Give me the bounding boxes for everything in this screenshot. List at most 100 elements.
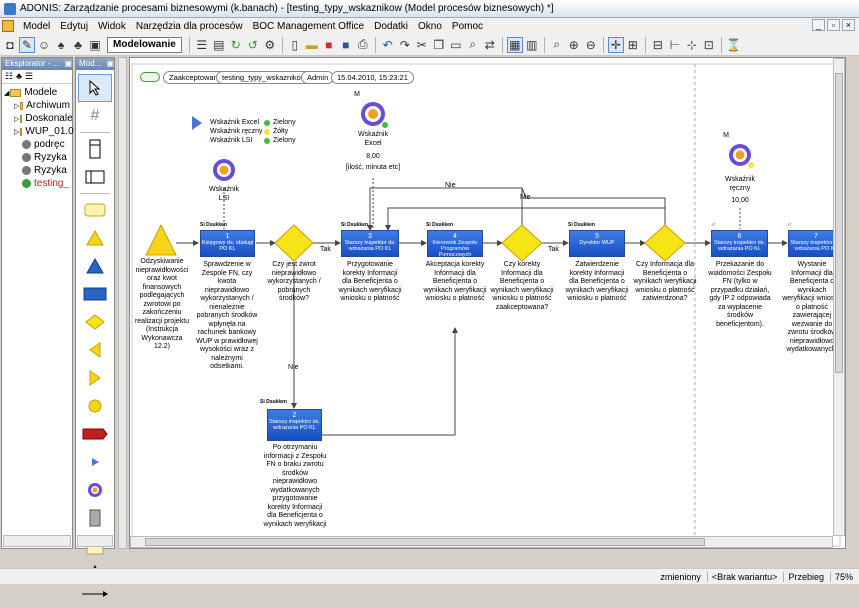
menu-edit[interactable]: Edytuj: [60, 20, 89, 32]
zoom-in-icon[interactable]: ⊕: [568, 37, 579, 52]
activity-4[interactable]: 4 Kierownik Zespołu Programów Pomocowych: [427, 230, 483, 258]
variable-tool[interactable]: [78, 420, 112, 448]
note-tool[interactable]: [78, 196, 112, 224]
end-tool[interactable]: [78, 392, 112, 420]
indicator-tool[interactable]: [78, 476, 112, 504]
tree-item-ryzyka-1[interactable]: Ryzyka: [4, 151, 70, 164]
connector-tool[interactable]: [78, 580, 112, 608]
copy-icon[interactable]: ❐: [433, 37, 445, 52]
decision-diamond-1[interactable]: [274, 224, 314, 262]
distribute-icon[interactable]: ⊟: [652, 37, 663, 52]
activity-2[interactable]: 2 Starszy inspektor ds. wdrażania PO KL: [267, 409, 322, 441]
mdi-minimize-button[interactable]: _: [812, 19, 825, 31]
activity-6[interactable]: 6 Starszy inspektor ds. wdrażania PO KL: [711, 230, 768, 257]
open-icon[interactable]: ◘: [6, 37, 14, 52]
expand-icon[interactable]: ▷: [14, 115, 20, 123]
tree-item-ryzyka-2[interactable]: Ryzyka: [4, 164, 70, 177]
window-icon[interactable]: ▤: [213, 37, 225, 52]
menu-process-tools[interactable]: Narzędzia dla procesów: [135, 20, 243, 32]
hierarchy-icon[interactable]: ♣: [74, 37, 82, 52]
pointer-tool[interactable]: [78, 74, 112, 102]
tree-item-doskonale[interactable]: ▷Doskonale: [14, 113, 73, 124]
save-all-icon[interactable]: ■: [342, 37, 350, 52]
activity-5[interactable]: 5 Dyrektor WUP: [569, 230, 625, 257]
table-icon[interactable]: ▥: [526, 37, 538, 52]
list-icon[interactable]: ☰: [196, 37, 208, 52]
cut-icon[interactable]: ✂: [416, 37, 427, 52]
panel-splitter[interactable]: [118, 57, 127, 549]
grid-icon[interactable]: ▦: [506, 36, 523, 53]
mode-label[interactable]: Modelowanie: [107, 36, 182, 53]
parallel-tool[interactable]: [78, 364, 112, 392]
expand-icon[interactable]: ▷: [14, 128, 20, 136]
panel-pin-icon[interactable]: ▣: [64, 59, 72, 68]
swimlane-vertical-tool[interactable]: [78, 135, 112, 163]
swimlane-horizontal-tool[interactable]: [78, 163, 112, 191]
document-tool[interactable]: [78, 504, 112, 532]
indicator-lsi[interactable]: [213, 159, 235, 181]
document-icon[interactable]: [2, 20, 14, 32]
canvas-hscroll[interactable]: [130, 536, 833, 548]
tree-item-archive[interactable]: ▷Archiwum: [14, 100, 70, 111]
scroll-up-icon[interactable]: ▲: [92, 564, 99, 571]
tree-view-icon[interactable]: ☷: [5, 71, 14, 81]
tree-item-wup[interactable]: ▷WUP_01.0: [14, 126, 74, 137]
start-tool[interactable]: [78, 224, 112, 252]
undo-icon[interactable]: ↶: [382, 37, 393, 52]
print-icon[interactable]: ⎙: [357, 37, 368, 51]
model-canvas[interactable]: Zaakceptowany testing_typy_wskaznikow Ad…: [129, 57, 846, 549]
new-file-icon[interactable]: ▯: [291, 37, 299, 52]
find-icon[interactable]: ⌕: [469, 37, 477, 51]
snap-icon[interactable]: ✛: [607, 36, 624, 53]
hierarchy-view-icon[interactable]: ♣: [16, 71, 22, 81]
simulation-icon[interactable]: ⌛: [726, 37, 742, 52]
activity-1[interactable]: 1 Księgowy ds. obsługi PO KL: [200, 230, 255, 257]
menu-model[interactable]: Model: [23, 20, 51, 32]
indicator-excel[interactable]: [361, 102, 388, 128]
grid-tool[interactable]: #: [78, 102, 112, 130]
decision-diamond-2[interactable]: [501, 224, 543, 262]
merge-tool[interactable]: [78, 336, 112, 364]
indicator-manual[interactable]: [729, 144, 754, 168]
vscroll-thumb[interactable]: [835, 73, 843, 373]
menu-extras[interactable]: Dodatki: [374, 20, 409, 32]
settings-icon[interactable]: ⚙: [264, 37, 276, 52]
hscroll-thumb[interactable]: [145, 538, 705, 546]
menu-view[interactable]: Widok: [98, 20, 126, 32]
expand-icon[interactable]: ▷: [14, 102, 20, 110]
subprocess-tool[interactable]: [78, 252, 112, 280]
decision-diamond-3[interactable]: [644, 224, 686, 262]
panel-pin-icon[interactable]: ▣: [106, 59, 114, 68]
activity-tool[interactable]: [78, 280, 112, 308]
db-icon[interactable]: ▣: [89, 37, 101, 52]
mdi-restore-button[interactable]: ▫: [827, 19, 840, 31]
mdi-close-button[interactable]: ×: [842, 19, 855, 31]
redo-icon[interactable]: ↷: [399, 37, 410, 52]
decision-tool[interactable]: [78, 308, 112, 336]
tree-item-models[interactable]: ◢Modele: [4, 87, 58, 98]
explorer-hscroll[interactable]: [3, 535, 71, 547]
menu-window[interactable]: Okno: [418, 20, 442, 32]
replace-icon[interactable]: ⇄: [484, 37, 495, 52]
collapse-icon[interactable]: ◢: [4, 89, 10, 97]
activity-3[interactable]: 3 Starszy inspektor ds. wdrażania PO KL: [341, 230, 399, 257]
palette-hscroll[interactable]: [77, 535, 113, 547]
sync-icon[interactable]: ↺: [247, 37, 258, 52]
paint-icon[interactable]: ♠: [57, 37, 65, 52]
tree-item-podrec[interactable]: podręc: [4, 138, 70, 151]
zoom-out-icon[interactable]: ⊖: [585, 37, 596, 52]
group-icon[interactable]: ⊡: [703, 37, 714, 52]
activity-7[interactable]: 7 Starszy inspektor ds. wdrażania PO KL: [788, 230, 844, 257]
list-view-icon[interactable]: ☰: [24, 71, 34, 81]
align-icon[interactable]: ⊞: [627, 37, 638, 52]
refresh-icon[interactable]: ↻: [230, 37, 241, 52]
layout-icon[interactable]: ⊢: [669, 37, 681, 52]
tree-item-testing[interactable]: testing_: [4, 177, 70, 190]
users-icon[interactable]: ☺: [37, 37, 51, 52]
menu-help[interactable]: Pomoc: [451, 20, 484, 32]
random-tool[interactable]: [78, 448, 112, 476]
open-folder-icon[interactable]: ▬: [305, 37, 318, 52]
start-triangle[interactable]: [145, 223, 177, 256]
menu-boc[interactable]: BOC Management Office: [252, 20, 365, 32]
save-icon[interactable]: ■: [325, 37, 333, 52]
